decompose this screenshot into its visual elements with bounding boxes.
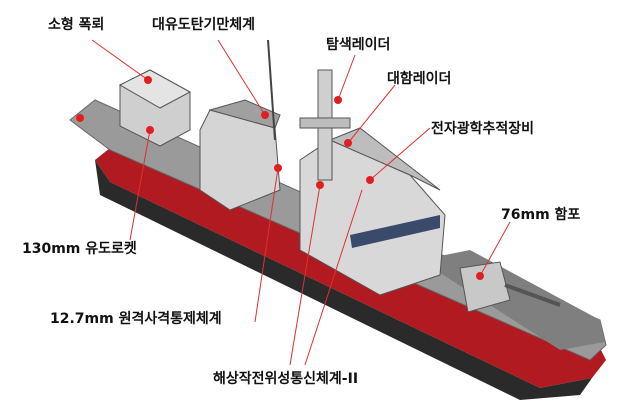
marker-dot (274, 164, 282, 172)
label-rocket: 130mm 유도로켓 (22, 241, 137, 257)
label-rcws: 12.7mm 원격사격통제체계 (50, 311, 222, 327)
marker-dot (316, 181, 324, 189)
marker-dot (146, 126, 154, 134)
mid-block-top (208, 99, 281, 129)
label-main-gun: 76mm 함포 (501, 207, 581, 223)
marker-dot (261, 111, 269, 119)
markers (76, 76, 484, 280)
label-eo-tracker: 전자광학추적장비 (431, 121, 535, 137)
aft-launcher-top (118, 69, 192, 109)
label-search-radar: 탐색레이더 (326, 37, 391, 53)
bridge-roof (328, 127, 441, 191)
bridge-windows (350, 215, 440, 248)
antenna (267, 39, 276, 141)
marker-dot (476, 272, 484, 280)
gun-barrel (504, 283, 561, 307)
mast-platform (299, 117, 351, 129)
label-satcom: 해상작전위성통신체계-II (213, 371, 359, 387)
label-anti-torpedo: 대유도탄기만체계 (152, 17, 256, 33)
marker-dot (334, 96, 342, 104)
marker-dot (144, 76, 152, 84)
marker-dot (76, 114, 84, 122)
label-small-gun: 소형 폭뢰 (48, 17, 105, 33)
leader-lines (91, 39, 511, 366)
marker-dot (366, 176, 374, 184)
marker-dot (344, 139, 352, 147)
label-ship-radar: 대함레이더 (387, 71, 452, 87)
